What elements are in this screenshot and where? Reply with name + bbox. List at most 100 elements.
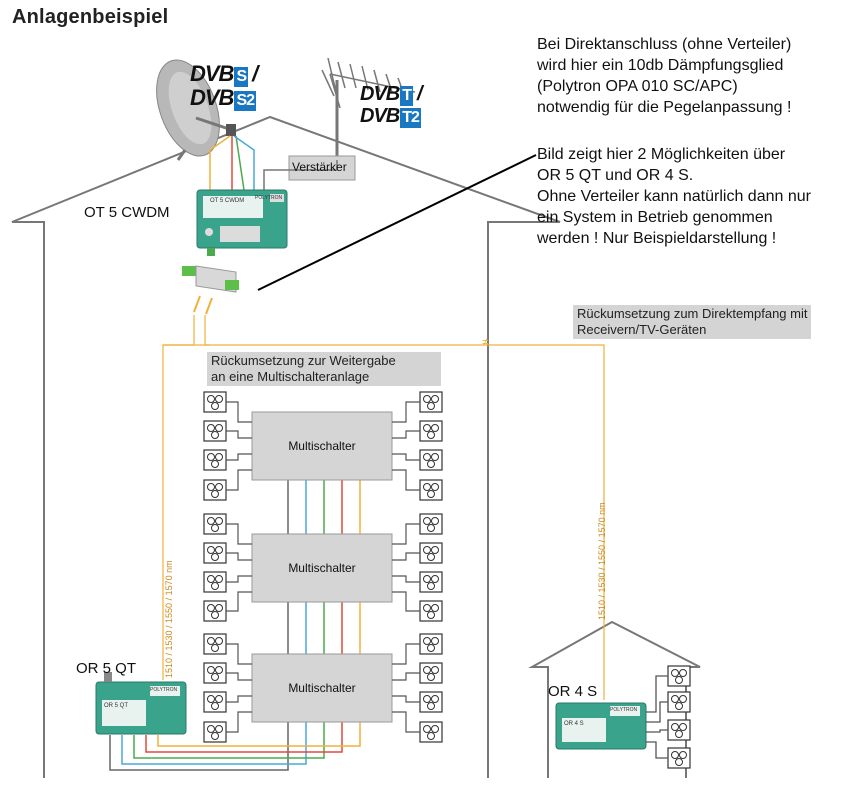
direct-label-line: Receivern/TV-Geräten <box>577 322 707 337</box>
or-5-qt-device <box>95 672 187 735</box>
outlet-cable <box>226 523 252 545</box>
dvb-t2-prefix: DVB <box>360 105 400 127</box>
multiswitch-label: Multischalter <box>288 681 355 695</box>
outlet-cable <box>392 430 420 439</box>
attenuator-connector-icon <box>182 265 239 315</box>
or4-outlets <box>667 665 691 769</box>
dvb-t-tag: T <box>400 86 414 106</box>
or4-output-cables <box>646 675 668 759</box>
tv-outlet-icon <box>203 571 227 593</box>
tv-outlet-icon <box>419 449 443 471</box>
tv-outlet-icon <box>419 662 443 684</box>
tv-outlet-icon <box>419 633 443 655</box>
dvb-s-tag: S <box>234 67 249 87</box>
tv-outlet-icon <box>203 420 227 442</box>
outlet-cable <box>226 591 252 612</box>
ot-brand: POLYTRON <box>255 195 283 201</box>
or4-device-text: OR 4 S <box>564 721 584 727</box>
dvb-t-prefix: DVB <box>360 83 400 105</box>
multiswitch-feed-label: Rückumsetzung zur Weitergabe an eine Mul… <box>207 352 441 386</box>
outlet-cable <box>226 469 252 491</box>
note-line: notwendig für die Pegelanpassung ! <box>537 99 792 116</box>
multiswitch-label-line: Rückumsetzung zur Weitergabe <box>211 353 396 368</box>
note-line: wird hier ein 10db Dämpfungsglied <box>537 57 784 74</box>
multiswitch-label-line: an eine Multischalteranlage <box>211 369 370 384</box>
outlet-cable <box>392 523 420 545</box>
outlet-cable <box>392 453 420 461</box>
tv-outlet-icon <box>419 479 443 501</box>
tv-outlet-icon <box>203 600 227 622</box>
or5-output-cables <box>109 735 361 771</box>
or-4-s-device <box>555 702 647 750</box>
outlet-cable <box>392 672 420 681</box>
direct-reception-label: Rückumsetzung zum Direktempfang mit Rece… <box>573 305 812 339</box>
or4-label: OR 4 S <box>548 683 598 700</box>
lnb-cables <box>209 135 338 191</box>
ot-device-text: OT 5 CWDM <box>210 198 245 204</box>
outlet-cable <box>392 552 420 561</box>
page-title: Anlagenbeispiel <box>12 6 169 28</box>
satellite-dish-icon <box>156 59 236 161</box>
tv-outlet-icon <box>419 420 443 442</box>
main-house-outline <box>11 115 561 778</box>
or5-device-text: OR 5 QT <box>104 703 129 709</box>
tv-outlet-icon <box>419 691 443 713</box>
note-line: ein System in Betrieb genommen <box>537 209 773 226</box>
tv-outlet-icon <box>667 747 691 769</box>
note-line: (Polytron OPA 010 SC/APC) <box>537 78 738 95</box>
tv-outlet-icon <box>203 633 227 655</box>
dvb-t2-tag: T2 <box>400 108 421 128</box>
wavelength-label-or4: 1510 / 1530 / 1550 / 1570 nm <box>597 502 607 620</box>
outlet-cable <box>392 401 420 423</box>
tv-outlet-icon <box>203 391 227 413</box>
note-line: Bild zeigt hier 2 Möglichkeiten über <box>537 146 786 163</box>
outlet-cable <box>226 672 252 681</box>
multiswitch-label: Multischalter <box>288 439 355 453</box>
multiswitch-box <box>251 411 393 481</box>
outlet-cable <box>392 575 420 583</box>
outlet-cable <box>226 695 252 703</box>
tv-outlet-icon <box>419 721 443 743</box>
tv-outlet-icon <box>203 721 227 743</box>
amplifier-label: Verstärker <box>292 160 347 174</box>
tv-outlet-icon <box>667 719 691 741</box>
ot-5-cwdm-device <box>196 189 288 256</box>
amplifier-box <box>288 155 356 181</box>
tv-outlet-icon <box>667 665 691 687</box>
or5-label: OR 5 QT <box>76 660 137 677</box>
tv-outlet-icon <box>419 542 443 564</box>
note-pointer-line <box>257 154 537 291</box>
multiswitch-box <box>251 533 393 603</box>
outlet-cable <box>226 430 252 439</box>
outlet-cable <box>226 711 252 733</box>
direct-label-line: Rückumsetzung zum Direktempfang mit <box>577 306 808 321</box>
note-line: Bei Direktanschluss (ohne Verteiler) <box>537 36 792 53</box>
outlet-cable <box>392 643 420 665</box>
note-direct-connection: Bei Direktanschluss (ohne Verteiler) wir… <box>537 34 857 118</box>
dvb-t-slash: / <box>417 83 422 105</box>
fiber-break-mark: ≠ <box>482 335 489 349</box>
outlet-cable <box>226 575 252 583</box>
or4-brand: POLYTRON <box>610 707 638 713</box>
tv-outlet-icon <box>419 600 443 622</box>
note-options: Bild zeigt hier 2 Möglichkeiten über OR … <box>537 144 857 249</box>
outlet-cable <box>226 401 252 423</box>
tv-outlet-icon <box>419 513 443 535</box>
dvb-s2-prefix: DVB <box>190 85 234 110</box>
outlet-cable <box>392 469 420 491</box>
tv-outlet-icon <box>419 391 443 413</box>
tv-outlet-icon <box>203 479 227 501</box>
outlet-cable <box>226 453 252 461</box>
tv-outlet-icon <box>203 513 227 535</box>
tv-outlet-icon <box>203 542 227 564</box>
fiber-lines <box>162 315 605 700</box>
or5-brand: POLYTRON <box>150 687 178 693</box>
wavelength-label-or5: 1510 / 1530 / 1550 / 1570 nm <box>164 560 174 678</box>
dvb-s-slash: / <box>252 61 258 86</box>
note-line: Ohne Verteiler kann natürlich dann nur <box>537 188 811 205</box>
